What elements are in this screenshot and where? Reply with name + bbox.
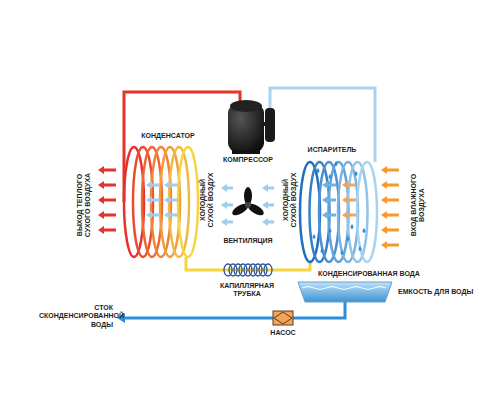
- water-tank: [298, 282, 392, 302]
- air-flow-label: ВХОД ВЛАЖНОГО ВОЗДУХА: [410, 170, 427, 240]
- air-arrow: [342, 211, 356, 219]
- drain-arrowhead: [117, 313, 125, 323]
- water-drop: [351, 224, 354, 229]
- fan-symbol: [230, 187, 265, 217]
- air-arrow: [342, 196, 356, 204]
- air-arrow: [262, 184, 274, 192]
- water-drop: [363, 228, 366, 233]
- air-flow-arrows: [98, 166, 399, 249]
- air-flow-label: ВЫХОД ТЕПЛОГО СУХОГО ВОЗДУХА: [76, 165, 93, 245]
- water-drop: [335, 161, 338, 166]
- air-arrow: [262, 201, 274, 209]
- pump-symbol: [273, 311, 293, 325]
- capillary-loop: [264, 264, 272, 276]
- condenser-loop: [178, 147, 198, 257]
- part-label: КАПИЛЛЯРНАЯ ТРУБКА: [211, 282, 283, 299]
- evaporator-coil: [300, 162, 377, 262]
- air-arrow: [221, 201, 233, 209]
- water-drops: [313, 161, 366, 255]
- water-drop: [347, 236, 350, 241]
- air-arrow: [146, 196, 160, 204]
- suction-pipe: [270, 88, 375, 162]
- air-flow-label: ХОЛОДНЫЙ СУХОЙ ВОЗДУХ: [199, 167, 216, 233]
- air-arrow: [98, 181, 116, 189]
- air-arrow: [381, 211, 399, 219]
- air-arrow: [146, 211, 160, 219]
- water-drop: [317, 168, 320, 173]
- air-arrow: [98, 166, 116, 174]
- drain-pipe: [124, 302, 345, 318]
- drain-label: СТОК СКОНДЕНСИРОВАННОЙ ВОДЫ: [39, 304, 113, 329]
- part-label: ИСПАРИТЕЛЬ: [308, 146, 357, 154]
- air-arrow: [381, 226, 399, 234]
- air-arrow: [221, 218, 233, 226]
- air-arrow: [146, 181, 160, 189]
- air-arrow: [322, 181, 336, 189]
- air-arrow: [342, 181, 356, 189]
- air-arrow: [381, 166, 399, 174]
- compressor-symbol: [228, 100, 275, 154]
- part-label: КОНДЕНСАТОР: [141, 132, 194, 140]
- evaporator-loop: [338, 162, 358, 262]
- water-drop: [355, 171, 358, 176]
- air-arrow: [164, 181, 178, 189]
- air-arrow: [322, 196, 336, 204]
- condenser-coil: [124, 147, 198, 257]
- air-arrow: [381, 181, 399, 189]
- part-label: КОМПРЕССОР: [223, 156, 273, 164]
- air-arrow: [381, 196, 399, 204]
- water-label: КОНДЕНСИРОВАННАЯ ВОДА: [318, 270, 420, 278]
- air-arrow: [322, 211, 336, 219]
- air-arrow: [98, 226, 116, 234]
- part-label: ВЕНТИЛЯЦИЯ: [223, 237, 272, 245]
- air-arrow: [98, 196, 116, 204]
- water-drop: [321, 248, 324, 253]
- air-arrow: [98, 211, 116, 219]
- air-arrow: [381, 241, 399, 249]
- air-arrow: [164, 211, 178, 219]
- water-drop: [341, 250, 344, 255]
- capillary-coil: [224, 264, 272, 276]
- air-arrow: [262, 218, 274, 226]
- part-label: ЕМКОСТЬ ДЛЯ ВОДЫ: [398, 288, 473, 296]
- water-drop: [359, 246, 362, 251]
- air-arrow: [164, 196, 178, 204]
- part-label: НАСОС: [270, 329, 295, 337]
- water-drop: [329, 174, 332, 179]
- water-drop: [313, 234, 316, 239]
- air-flow-label: ХОЛОДНЫЙ СУХОЙ ВОЗДУХ: [282, 167, 299, 233]
- water-drop: [329, 228, 332, 233]
- air-arrow: [221, 184, 233, 192]
- evaporator-loop: [357, 162, 377, 262]
